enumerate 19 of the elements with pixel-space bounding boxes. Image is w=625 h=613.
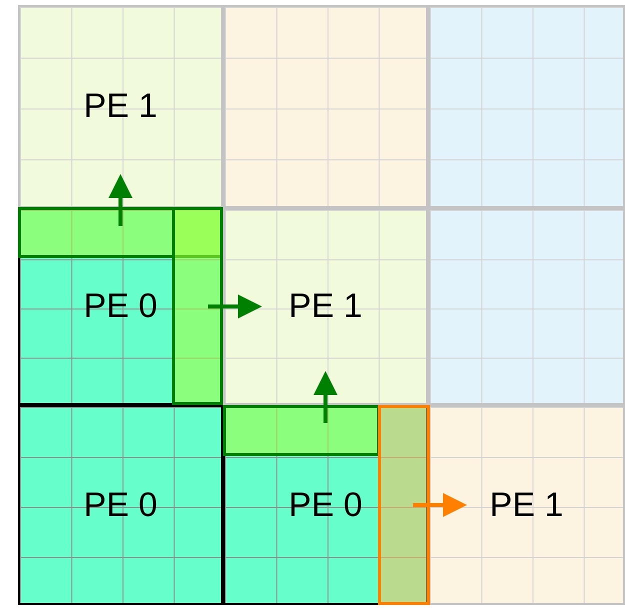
pe-label: PE 1 [490, 486, 564, 524]
arrow [413, 493, 467, 517]
pe-label: PE 0 [84, 287, 158, 326]
arrow [314, 371, 338, 423]
grid-block [428, 208, 625, 405]
grid-block [428, 405, 625, 605]
pe-label: PE 1 [84, 87, 158, 126]
pe-label: PE 0 [84, 486, 158, 524]
arrow [108, 174, 132, 226]
pe-label: PE 1 [288, 287, 362, 326]
grid-block [18, 208, 223, 405]
grid-block [428, 5, 625, 208]
grid-block [223, 405, 428, 605]
grid-block [223, 208, 428, 405]
grid-block [18, 405, 223, 605]
grid-block [18, 5, 223, 208]
arrow [208, 294, 262, 318]
pe-label: PE 0 [288, 486, 362, 524]
grid-block [223, 5, 428, 208]
